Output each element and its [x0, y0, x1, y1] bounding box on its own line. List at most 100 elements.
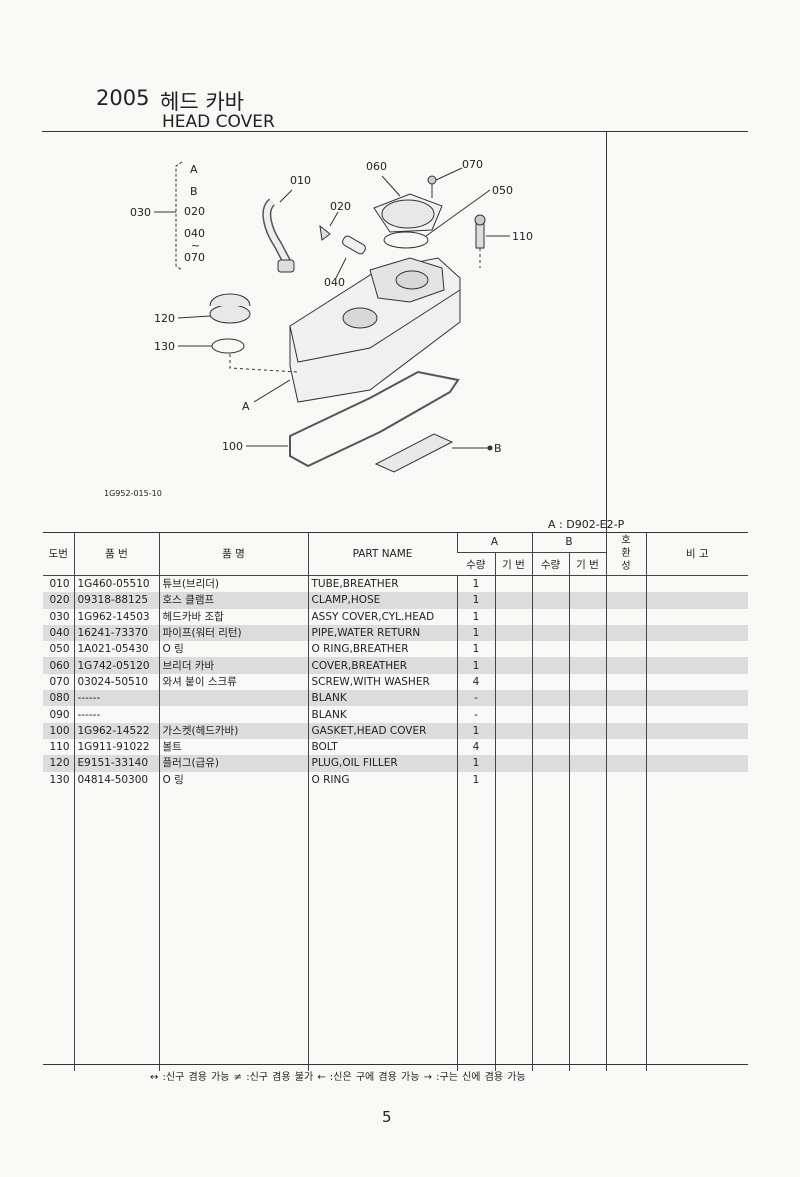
header-rule [42, 131, 748, 132]
cell-remarks [645, 738, 748, 756]
cell-name-kr: 가스켓(헤드카바) [158, 722, 308, 739]
cell-ref: 080 [43, 690, 74, 707]
empty-cell [307, 787, 457, 1071]
cell-part-name: BLANK [307, 690, 457, 707]
cell-ref: 060 [43, 657, 74, 674]
cell-name-kr [158, 706, 308, 723]
cell-part-no: 1A021-05430 [73, 641, 159, 658]
cell-part-no: 1G460-05510 [73, 575, 159, 593]
cell-remarks [645, 755, 748, 772]
header-remarks: 비 고 [645, 532, 748, 576]
cell-ref: 110 [49, 741, 70, 754]
header-interchange: 호환성 [605, 532, 646, 576]
cell-name-kr: 와셔 붙이 스크류 [158, 673, 308, 691]
cell-a-machine-no [494, 657, 532, 674]
cell-ref: 130 [49, 773, 70, 786]
table-filler-row [43, 787, 748, 1071]
cell-name-kr: 튜브(브리더) [158, 575, 308, 593]
cell-part-no: 09318-88125 [73, 592, 159, 609]
cell-a-machine-no [494, 575, 532, 593]
cell-part-no: ------ [73, 706, 159, 723]
cell-a-machine-no [494, 641, 532, 658]
cell-b-qty [531, 592, 569, 609]
table-row: 090------BLANK- [43, 706, 748, 723]
cell-ref: 020 [43, 592, 74, 609]
cell-part-name: PIPE,WATER RETURN [307, 624, 457, 642]
callout-120: 120 [154, 312, 175, 325]
cell-qty: 1 [456, 771, 495, 788]
cell-b-machine-no [568, 771, 606, 788]
cell-b-qty [531, 738, 569, 756]
empty-cell [531, 787, 569, 1071]
header-part-name: PART NAME [307, 532, 457, 576]
table-bottom-rule [43, 1064, 748, 1065]
cell-b-qty [531, 673, 569, 691]
cell-remarks [645, 641, 748, 658]
cell-qty: 4 [456, 673, 495, 691]
cell-part-name: COVER,BREATHER [307, 657, 457, 674]
cell-qty: - [456, 706, 495, 723]
cell-remarks [645, 657, 748, 674]
cell-b-machine-no [568, 624, 606, 642]
cell-remarks [645, 690, 748, 707]
cell-remarks [645, 575, 748, 593]
empty-cell [645, 787, 748, 1071]
cell-ref: 100 [43, 722, 74, 739]
callout-020: 020 [330, 200, 351, 213]
empty-cell [568, 787, 606, 1071]
cell-part-name: TUBE,BREATHER [307, 575, 457, 593]
cell-part-no: E9151-33140 [73, 755, 159, 772]
section-title-english: HEAD COVER [162, 112, 275, 132]
cell-interchange [605, 624, 646, 642]
cell-name-kr: O 링 [158, 641, 308, 658]
callout-b: B [494, 442, 502, 455]
empty-cell [456, 787, 495, 1071]
cell-qty: 4 [456, 738, 495, 756]
callout-030-group-a: A [190, 163, 198, 176]
cell-part-name: PLUG,OIL FILLER [307, 755, 457, 772]
cell-name-kr: 브리더 카바 [158, 657, 308, 674]
cell-qty: 1 [456, 657, 495, 674]
cell-a-machine-no [494, 755, 532, 772]
header-a-qty: 수량 [457, 552, 495, 576]
cell-a-machine-no [494, 706, 532, 723]
parts-table: 도번 품 번 품 명 PART NAME A B 호환성 비 고 수량 기 번 … [43, 532, 748, 1071]
cell-remarks [645, 673, 748, 691]
empty-cell [43, 788, 74, 1071]
header-a-machine-no: 기 번 [494, 552, 532, 576]
figure-divider [606, 131, 607, 536]
empty-cell [494, 787, 532, 1071]
cell-b-qty [531, 608, 569, 625]
cell-b-machine-no [568, 706, 606, 723]
cell-b-machine-no [568, 592, 606, 609]
exploded-diagram: A B 020 040 ~ 070 030 010 020 040 060 07… [40, 140, 605, 520]
cell-part-name: O RING [307, 771, 457, 788]
model-note: A : D902-E2-P [548, 518, 625, 531]
callout-060: 060 [366, 160, 387, 173]
header-name-kr: 품 명 [158, 532, 308, 576]
cell-part-name: BOLT [307, 738, 457, 756]
cell-b-qty [531, 690, 569, 707]
cell-interchange [605, 575, 646, 593]
cell-interchange [605, 771, 646, 788]
cell-a-machine-no [494, 624, 532, 642]
cell-ref: 010 [49, 578, 70, 591]
compatibility-legend: ↔ :신구 겸용 가능 ≠ :신구 겸용 불가 ← :신은 구에 겸용 가능 →… [150, 1072, 526, 1083]
empty-cell [73, 787, 159, 1071]
cell-remarks [645, 608, 748, 625]
cell-ref: 120 [43, 755, 74, 772]
callout-100: 100 [222, 440, 243, 453]
cell-interchange [605, 706, 646, 723]
cell-part-name: O RING,BREATHER [307, 641, 457, 658]
cell-a-machine-no [494, 690, 532, 707]
page-number: 5 [382, 1108, 392, 1126]
cell-interchange [605, 738, 646, 756]
cell-qty: 1 [456, 608, 495, 625]
cell-part-name: SCREW,WITH WASHER [307, 673, 457, 691]
callout-110: 110 [512, 230, 533, 243]
cell-qty: 1 [456, 755, 495, 772]
cell-ref: 070 [49, 675, 70, 688]
